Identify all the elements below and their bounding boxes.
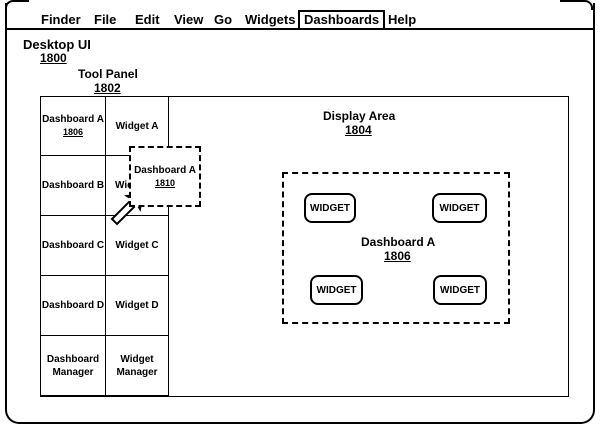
widget-c-item[interactable]: Widget C [105, 215, 169, 276]
widget-bottom-right[interactable]: WIDGET [433, 275, 487, 305]
desktop-title: Desktop UI [23, 37, 91, 52]
frame-corner-left [5, 0, 29, 10]
dashboard-a-ref: 1806 [62, 127, 84, 137]
tool-panel: Dashboard A 1806 Dashboard B Dashboard C… [40, 96, 169, 396]
display-area-title: Display Area [323, 109, 396, 123]
menu-help[interactable]: Help [388, 12, 417, 27]
widget-a-label: Widget A [115, 120, 159, 132]
menu-finder[interactable]: Finder [41, 12, 81, 27]
dashboard-d-label: Dashboard D [41, 300, 105, 311]
widget-b-label: Wid [115, 180, 134, 191]
menu-go[interactable]: Go [214, 12, 233, 27]
widget-manager-item[interactable]: Widget Manager [105, 335, 169, 396]
widget-top-right[interactable]: WIDGET [432, 193, 487, 223]
dashboard-c-label: Dashboard C [41, 240, 105, 251]
dragged-dashboard[interactable]: Dashboard A 1810 [129, 146, 201, 207]
widget-manager-label: Widget Manager [116, 353, 158, 378]
dashboard-instance-ref: 1806 [384, 249, 411, 263]
desktop-frame [5, 3, 595, 424]
menu-file[interactable]: File [94, 12, 117, 27]
widget-bottom-left[interactable]: WIDGET [310, 275, 363, 305]
widget-c-label: Widget C [115, 240, 159, 251]
dashboard-a-instance[interactable] [282, 172, 510, 324]
dashboard-instance-label: Dashboard A [361, 235, 436, 249]
dashboard-d-item[interactable]: Dashboard D [40, 275, 106, 336]
menu-widgets[interactable]: Widgets [245, 12, 296, 27]
menu-bar-divider [5, 28, 594, 30]
frame-corner-right [560, 0, 593, 10]
widget-top-left[interactable]: WIDGET [304, 193, 356, 223]
widget-d-label: Widget D [115, 300, 159, 311]
tool-panel-title: Tool Panel [78, 67, 138, 81]
tool-panel-ref: 1802 [94, 81, 121, 95]
dragged-dashboard-ref: 1810 [154, 177, 176, 188]
menu-edit[interactable]: Edit [135, 12, 160, 27]
menu-bar: Finder File Edit View Go Widgets Dashboa… [0, 6, 600, 30]
menu-dashboards[interactable]: Dashboards [298, 10, 386, 30]
display-area-ref: 1804 [345, 123, 372, 137]
dragged-dashboard-label: Dashboard A [134, 164, 196, 176]
dashboard-b-label: Dashboard B [41, 180, 105, 191]
menu-view[interactable]: View [174, 12, 204, 27]
dashboard-a-label: Dashboard A [42, 114, 104, 125]
widget-d-item[interactable]: Widget D [105, 275, 169, 336]
dashboard-manager-item[interactable]: Dashboard Manager [40, 335, 106, 396]
dashboard-a-item[interactable]: Dashboard A 1806 [40, 96, 106, 156]
dashboard-manager-label: Dashboard Manager [46, 353, 100, 378]
dashboard-b-item[interactable]: Dashboard B [40, 155, 106, 216]
desktop-ref: 1800 [40, 51, 67, 65]
dashboard-c-item[interactable]: Dashboard C [40, 215, 106, 276]
